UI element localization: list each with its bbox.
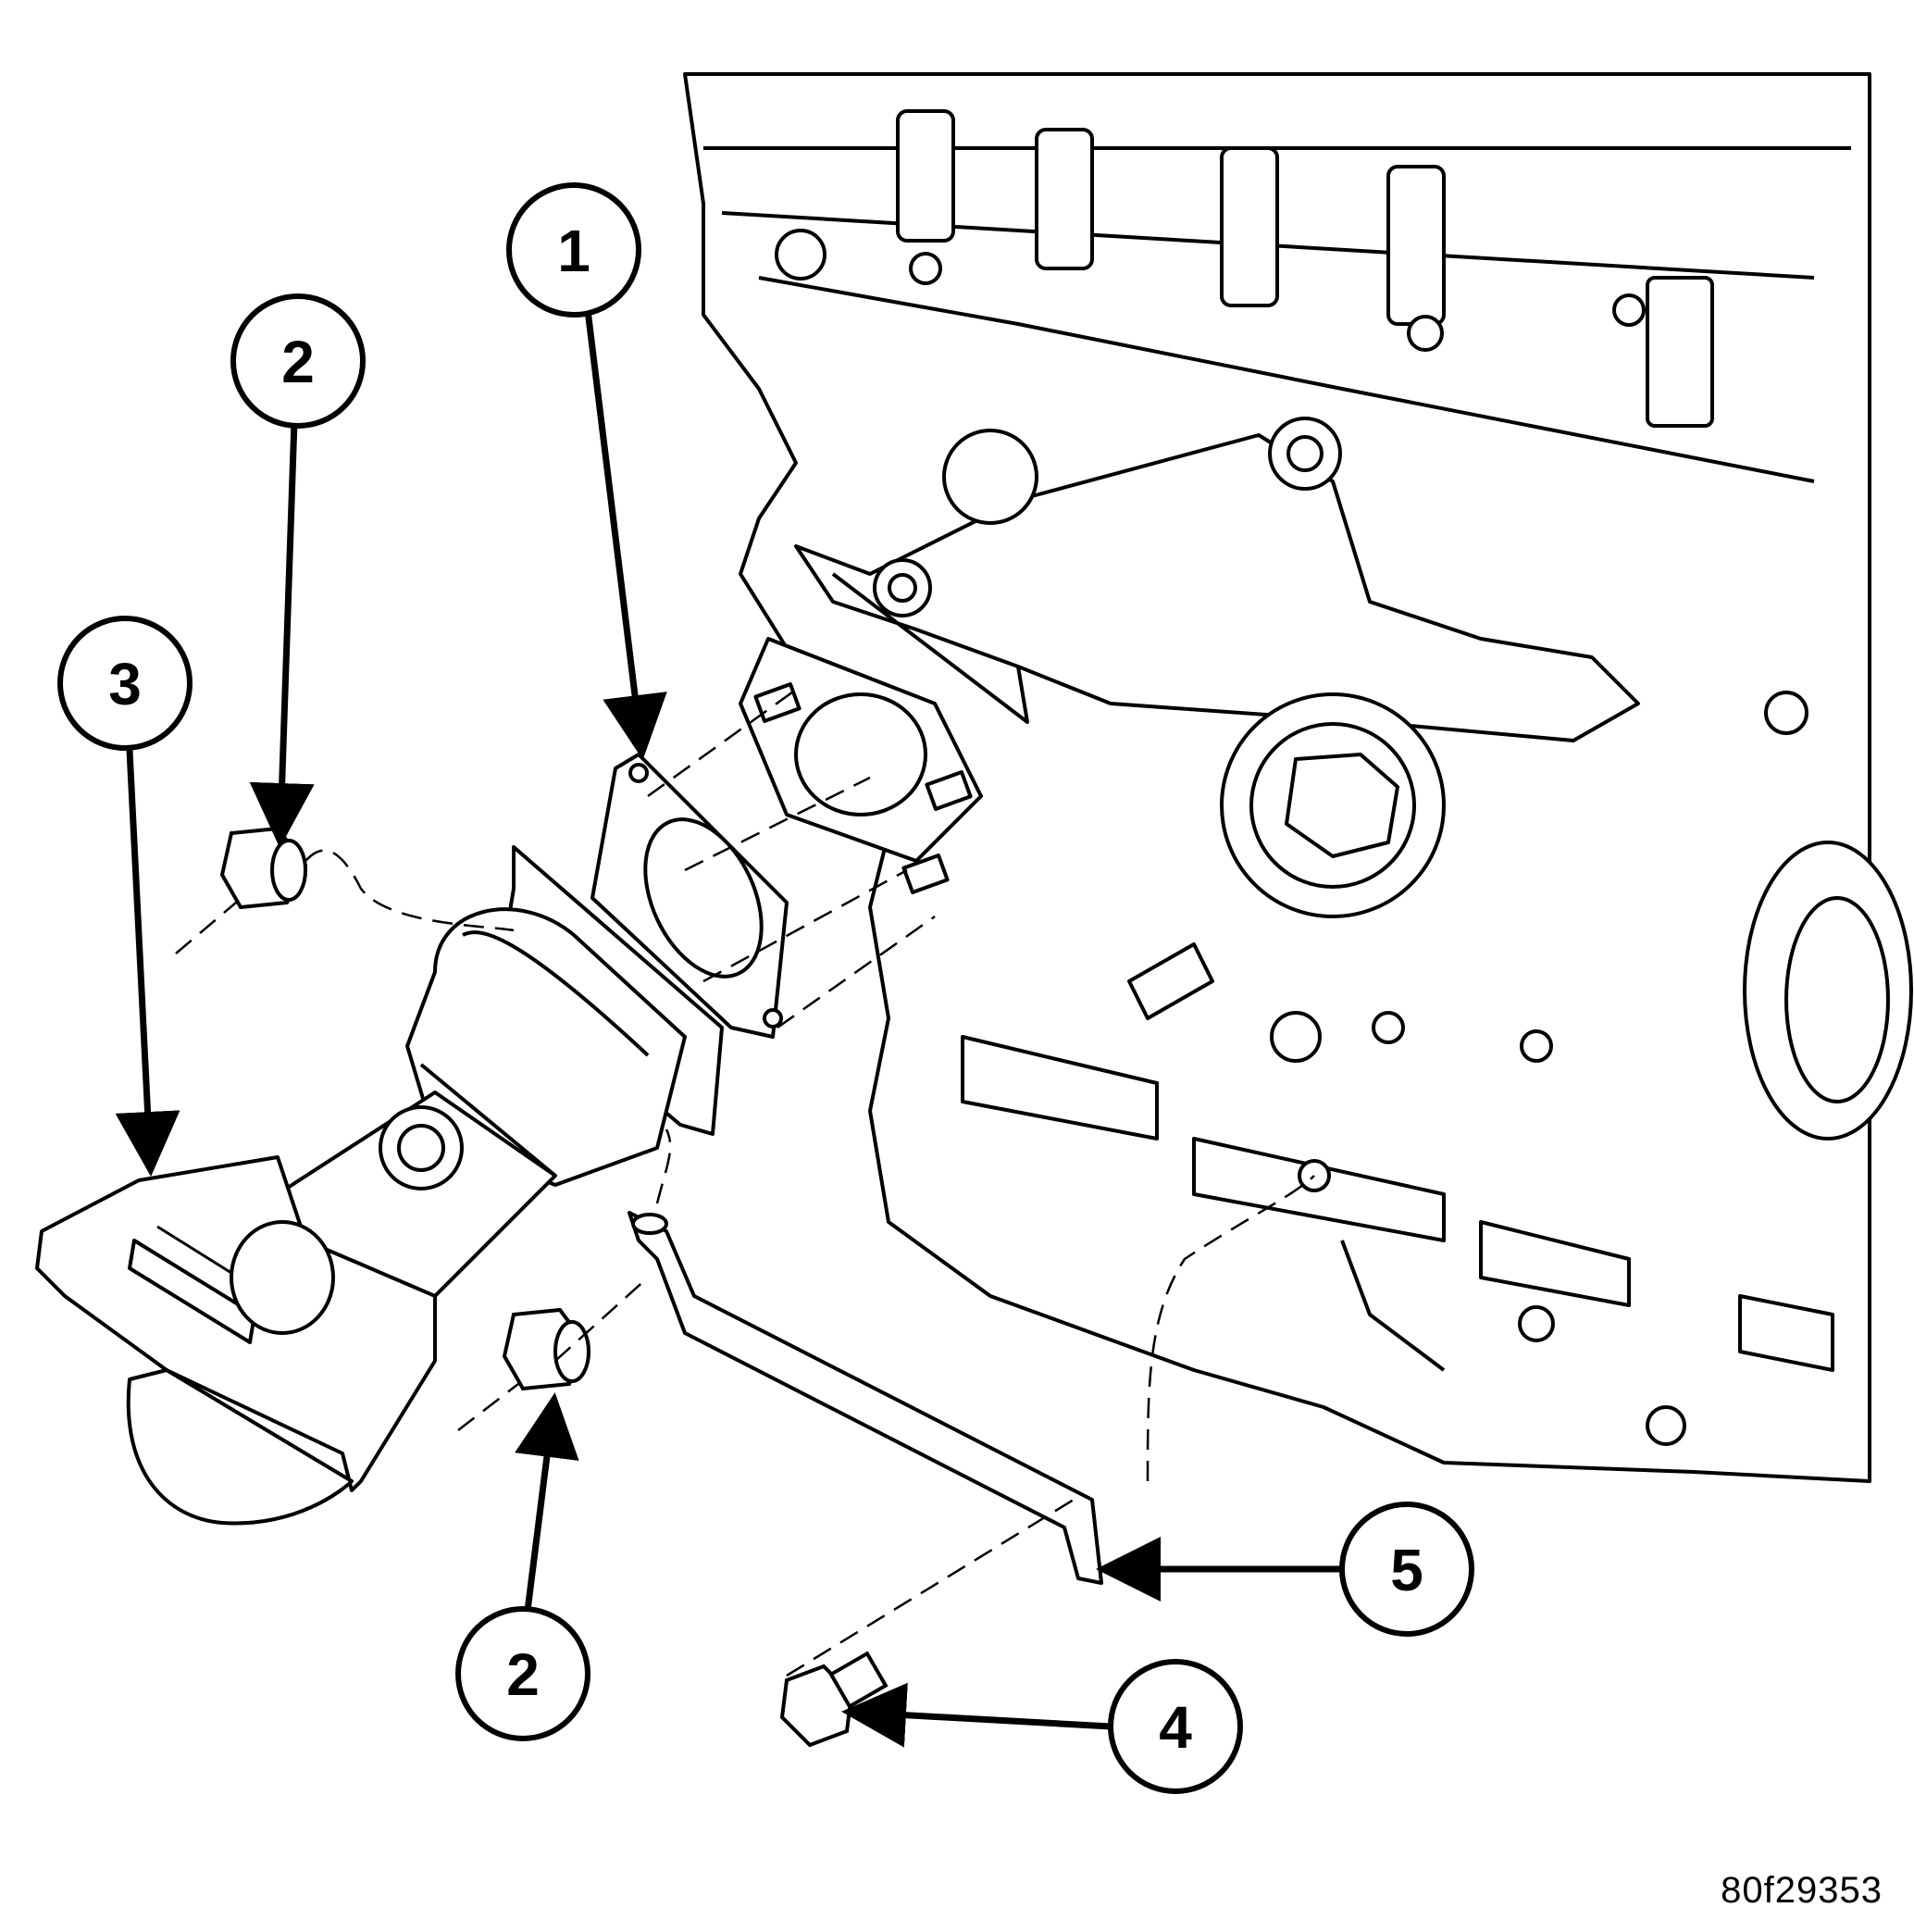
callout-1-number: 1 [557,218,590,284]
nut-lower [502,1307,590,1391]
leader-arrow-1 [584,309,667,760]
catalytic-converter [35,845,724,1526]
callout-2-upper: 2 [230,293,366,429]
nut-upper [219,826,308,910]
callout-2-lower-number: 2 [506,1641,540,1708]
callout-3-number: 3 [108,651,142,717]
leader-arrow-2-upper [249,420,315,848]
leader-arrow-2-lower [515,1392,579,1612]
bolt [779,1651,889,1748]
gasket [590,753,789,1039]
leader-arrow-4 [841,1682,1112,1748]
callout-5-number: 5 [1390,1537,1423,1603]
callout-2-lower: 2 [455,1606,590,1741]
figure-code: 80f29353 [1721,1870,1883,1911]
engine-block [683,72,1913,1483]
callout-4-number: 4 [1159,1694,1192,1761]
callout-5: 5 [1339,1502,1474,1637]
callout-1: 1 [506,182,641,318]
callout-4: 4 [1108,1659,1243,1794]
callout-2-upper-number: 2 [281,329,315,395]
alignment-lines [175,688,1315,1677]
leader-arrow-3 [115,749,180,1177]
callout-3: 3 [57,616,193,751]
support-bracket [628,1211,1103,1585]
leader-arrows [115,309,1342,1748]
